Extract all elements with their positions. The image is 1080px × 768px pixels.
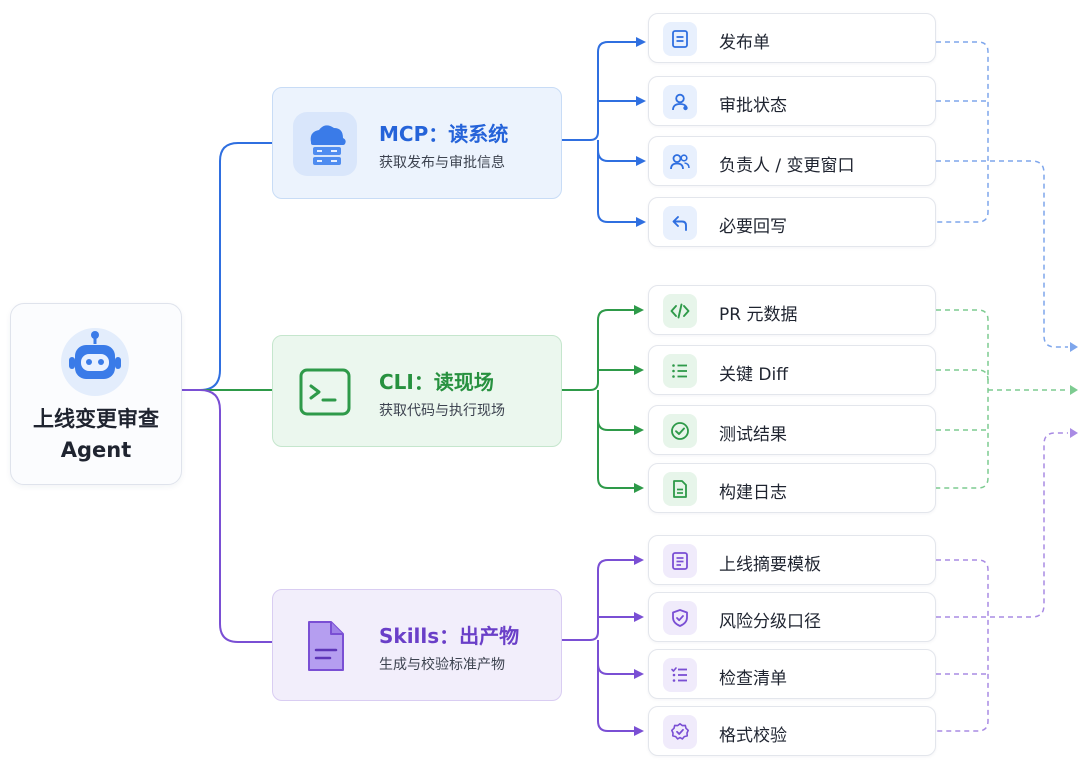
item-writeback: 必要回写 xyxy=(648,197,936,247)
file-log-icon xyxy=(663,472,697,506)
shield-icon xyxy=(663,601,697,635)
item-checklist: 检查清单 xyxy=(648,649,936,699)
item-label: 构建日志 xyxy=(719,483,787,503)
item-label: 关键 Diff xyxy=(719,365,788,385)
category-skills: Skills：出产物 生成与校验标准产物 xyxy=(272,589,562,701)
category-title: MCP：读系统 xyxy=(379,122,509,146)
item-risk-grading: 风险分级口径 xyxy=(648,592,936,642)
category-title: Skills：出产物 xyxy=(379,624,520,648)
checklist-icon xyxy=(663,658,697,692)
category-subtitle: 生成与校验标准产物 xyxy=(379,657,505,673)
category-mcp: MCP：读系统 获取发布与审批信息 xyxy=(272,87,562,199)
item-label: 必要回写 xyxy=(719,217,787,237)
cloud-server-icon xyxy=(293,112,357,176)
item-label: 发布单 xyxy=(719,33,770,53)
item-build-log: 构建日志 xyxy=(648,463,936,513)
terminal-icon xyxy=(293,360,357,424)
item-release-ticket: 发布单 xyxy=(648,13,936,63)
agent-node: 上线变更审查 Agent xyxy=(10,303,182,485)
reply-arrow-icon xyxy=(663,206,697,240)
item-label: 格式校验 xyxy=(719,726,787,746)
template-icon xyxy=(663,544,697,578)
user-check-icon xyxy=(663,85,697,119)
agent-title-line1: 上线变更审查 xyxy=(33,407,159,431)
item-label: 检查清单 xyxy=(719,669,787,689)
item-label: 测试结果 xyxy=(719,425,787,445)
item-owner-window: 负责人 / 变更窗口 xyxy=(648,136,936,186)
document-list-icon xyxy=(663,22,697,56)
list-icon xyxy=(663,354,697,388)
category-subtitle: 获取代码与执行现场 xyxy=(379,403,505,419)
item-pr-metadata: PR 元数据 xyxy=(648,285,936,335)
agent-title-line2: Agent xyxy=(60,438,132,462)
robot-icon xyxy=(59,326,131,402)
badge-check-icon xyxy=(663,715,697,749)
category-title: CLI：读现场 xyxy=(379,370,494,394)
document-icon xyxy=(293,614,357,678)
check-circle-icon xyxy=(663,414,697,448)
category-subtitle: 获取发布与审批信息 xyxy=(379,155,505,171)
users-icon xyxy=(663,145,697,179)
item-key-diff: 关键 Diff xyxy=(648,345,936,395)
item-label: PR 元数据 xyxy=(719,305,798,325)
item-label: 上线摘要模板 xyxy=(719,555,821,575)
code-icon xyxy=(663,294,697,328)
item-label: 审批状态 xyxy=(719,96,787,116)
category-cli: CLI：读现场 获取代码与执行现场 xyxy=(272,335,562,447)
item-label: 风险分级口径 xyxy=(719,612,821,632)
item-format-validation: 格式校验 xyxy=(648,706,936,756)
item-test-results: 测试结果 xyxy=(648,405,936,455)
item-approval-status: 审批状态 xyxy=(648,76,936,126)
item-label: 负责人 / 变更窗口 xyxy=(719,156,855,176)
item-release-summary-template: 上线摘要模板 xyxy=(648,535,936,585)
agent-title: 上线变更审查 Agent xyxy=(11,404,181,466)
